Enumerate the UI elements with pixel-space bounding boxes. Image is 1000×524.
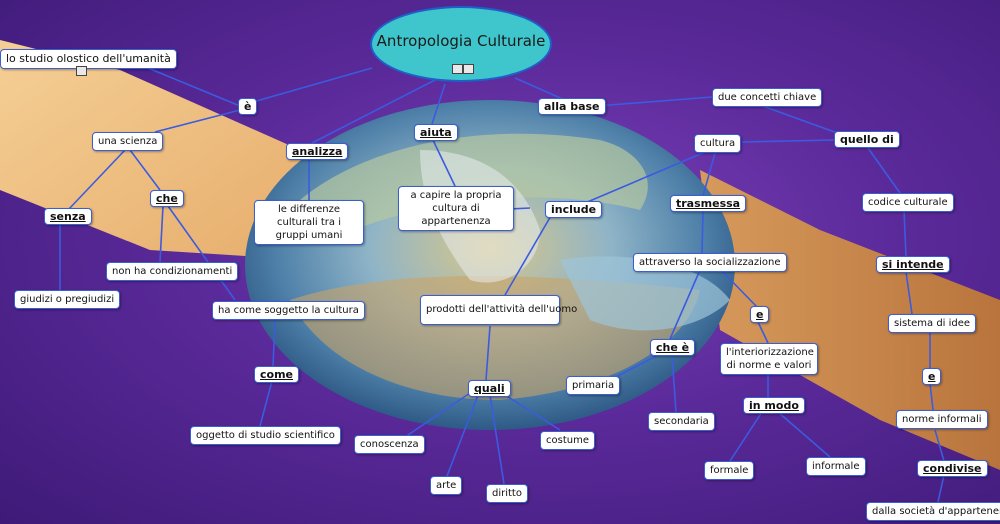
concept-informale[interactable]: informale: [806, 457, 866, 476]
concept-formale[interactable]: formale: [704, 461, 755, 480]
concept-socializzazione[interactable]: attraverso la socializzazione: [633, 253, 787, 272]
concept-sistema-idee[interactable]: sistema di idee: [888, 314, 977, 333]
link-condivise[interactable]: condivise: [917, 460, 988, 477]
attachment-icon[interactable]: [463, 64, 474, 74]
concept-oggetto-studio[interactable]: oggetto di studio scientifico: [190, 426, 341, 445]
link-e-conj2[interactable]: e: [922, 368, 942, 385]
link-aiuta[interactable]: aiuta: [414, 124, 458, 141]
concept-norme-informali[interactable]: norme informali: [896, 410, 988, 429]
concept-differenze-culturali[interactable]: le differenze culturali tra i gruppi uma…: [254, 200, 364, 245]
concept-non-condizionamenti[interactable]: non ha condizionamenti: [106, 262, 239, 281]
resource-icon[interactable]: [452, 64, 463, 74]
link-analizza[interactable]: analizza: [286, 143, 349, 160]
link-come[interactable]: come: [254, 366, 299, 383]
link-che-e[interactable]: che è: [650, 339, 696, 356]
link-include[interactable]: include: [545, 201, 603, 218]
concept-costume[interactable]: costume: [540, 431, 595, 450]
link-quello-di[interactable]: quello di: [834, 131, 900, 148]
concept-primaria[interactable]: primaria: [566, 376, 621, 395]
root-concept-antropologia[interactable]: Antropologia Culturale: [370, 6, 552, 82]
link-in-modo[interactable]: in modo: [743, 397, 805, 414]
link-quali[interactable]: quali: [468, 380, 511, 397]
concept-societa-appartenenza[interactable]: dalla società d'appartenenza: [866, 502, 1000, 521]
concept-una-scienza[interactable]: una scienza: [92, 132, 164, 151]
concept-conoscenza[interactable]: conoscenza: [354, 435, 425, 454]
concept-arte[interactable]: arte: [430, 476, 463, 495]
concept-diritto[interactable]: diritto: [486, 484, 528, 503]
link-senza[interactable]: senza: [44, 208, 92, 225]
link-e-accent[interactable]: è: [238, 98, 258, 115]
root-concept-title: Antropologia Culturale: [376, 32, 546, 50]
concept-interiorizzazione[interactable]: l'interiorizzazione di norme e valori: [720, 343, 818, 375]
concept-due-concetti-chiave[interactable]: due concetti chiave: [712, 88, 823, 107]
link-che[interactable]: che: [150, 190, 184, 207]
link-lines: [59, 67, 945, 503]
link-alla-base[interactable]: alla base: [538, 98, 606, 115]
concept-soggetto-cultura[interactable]: ha come soggetto la cultura: [212, 301, 365, 320]
concept-capire-cultura[interactable]: a capire la propria cultura di appartene…: [398, 186, 514, 231]
link-trasmessa[interactable]: trasmessa: [670, 195, 747, 212]
link-si-intende[interactable]: si intende: [876, 256, 950, 273]
link-e-conj[interactable]: e: [750, 306, 770, 323]
concept-codice-culturale[interactable]: codice culturale: [862, 193, 954, 212]
resource-icon[interactable]: [76, 66, 87, 76]
concept-giudizi-pregiudizi[interactable]: giudizi o pregiudizi: [14, 290, 121, 309]
concept-prodotti-attivita[interactable]: prodotti dell'attività dell'uomo: [420, 295, 577, 325]
concept-studio-olistico[interactable]: lo studio olostico dell'umanità: [0, 49, 177, 69]
concept-cultura[interactable]: cultura: [694, 134, 742, 153]
concept-secondaria[interactable]: secondaria: [648, 412, 715, 431]
